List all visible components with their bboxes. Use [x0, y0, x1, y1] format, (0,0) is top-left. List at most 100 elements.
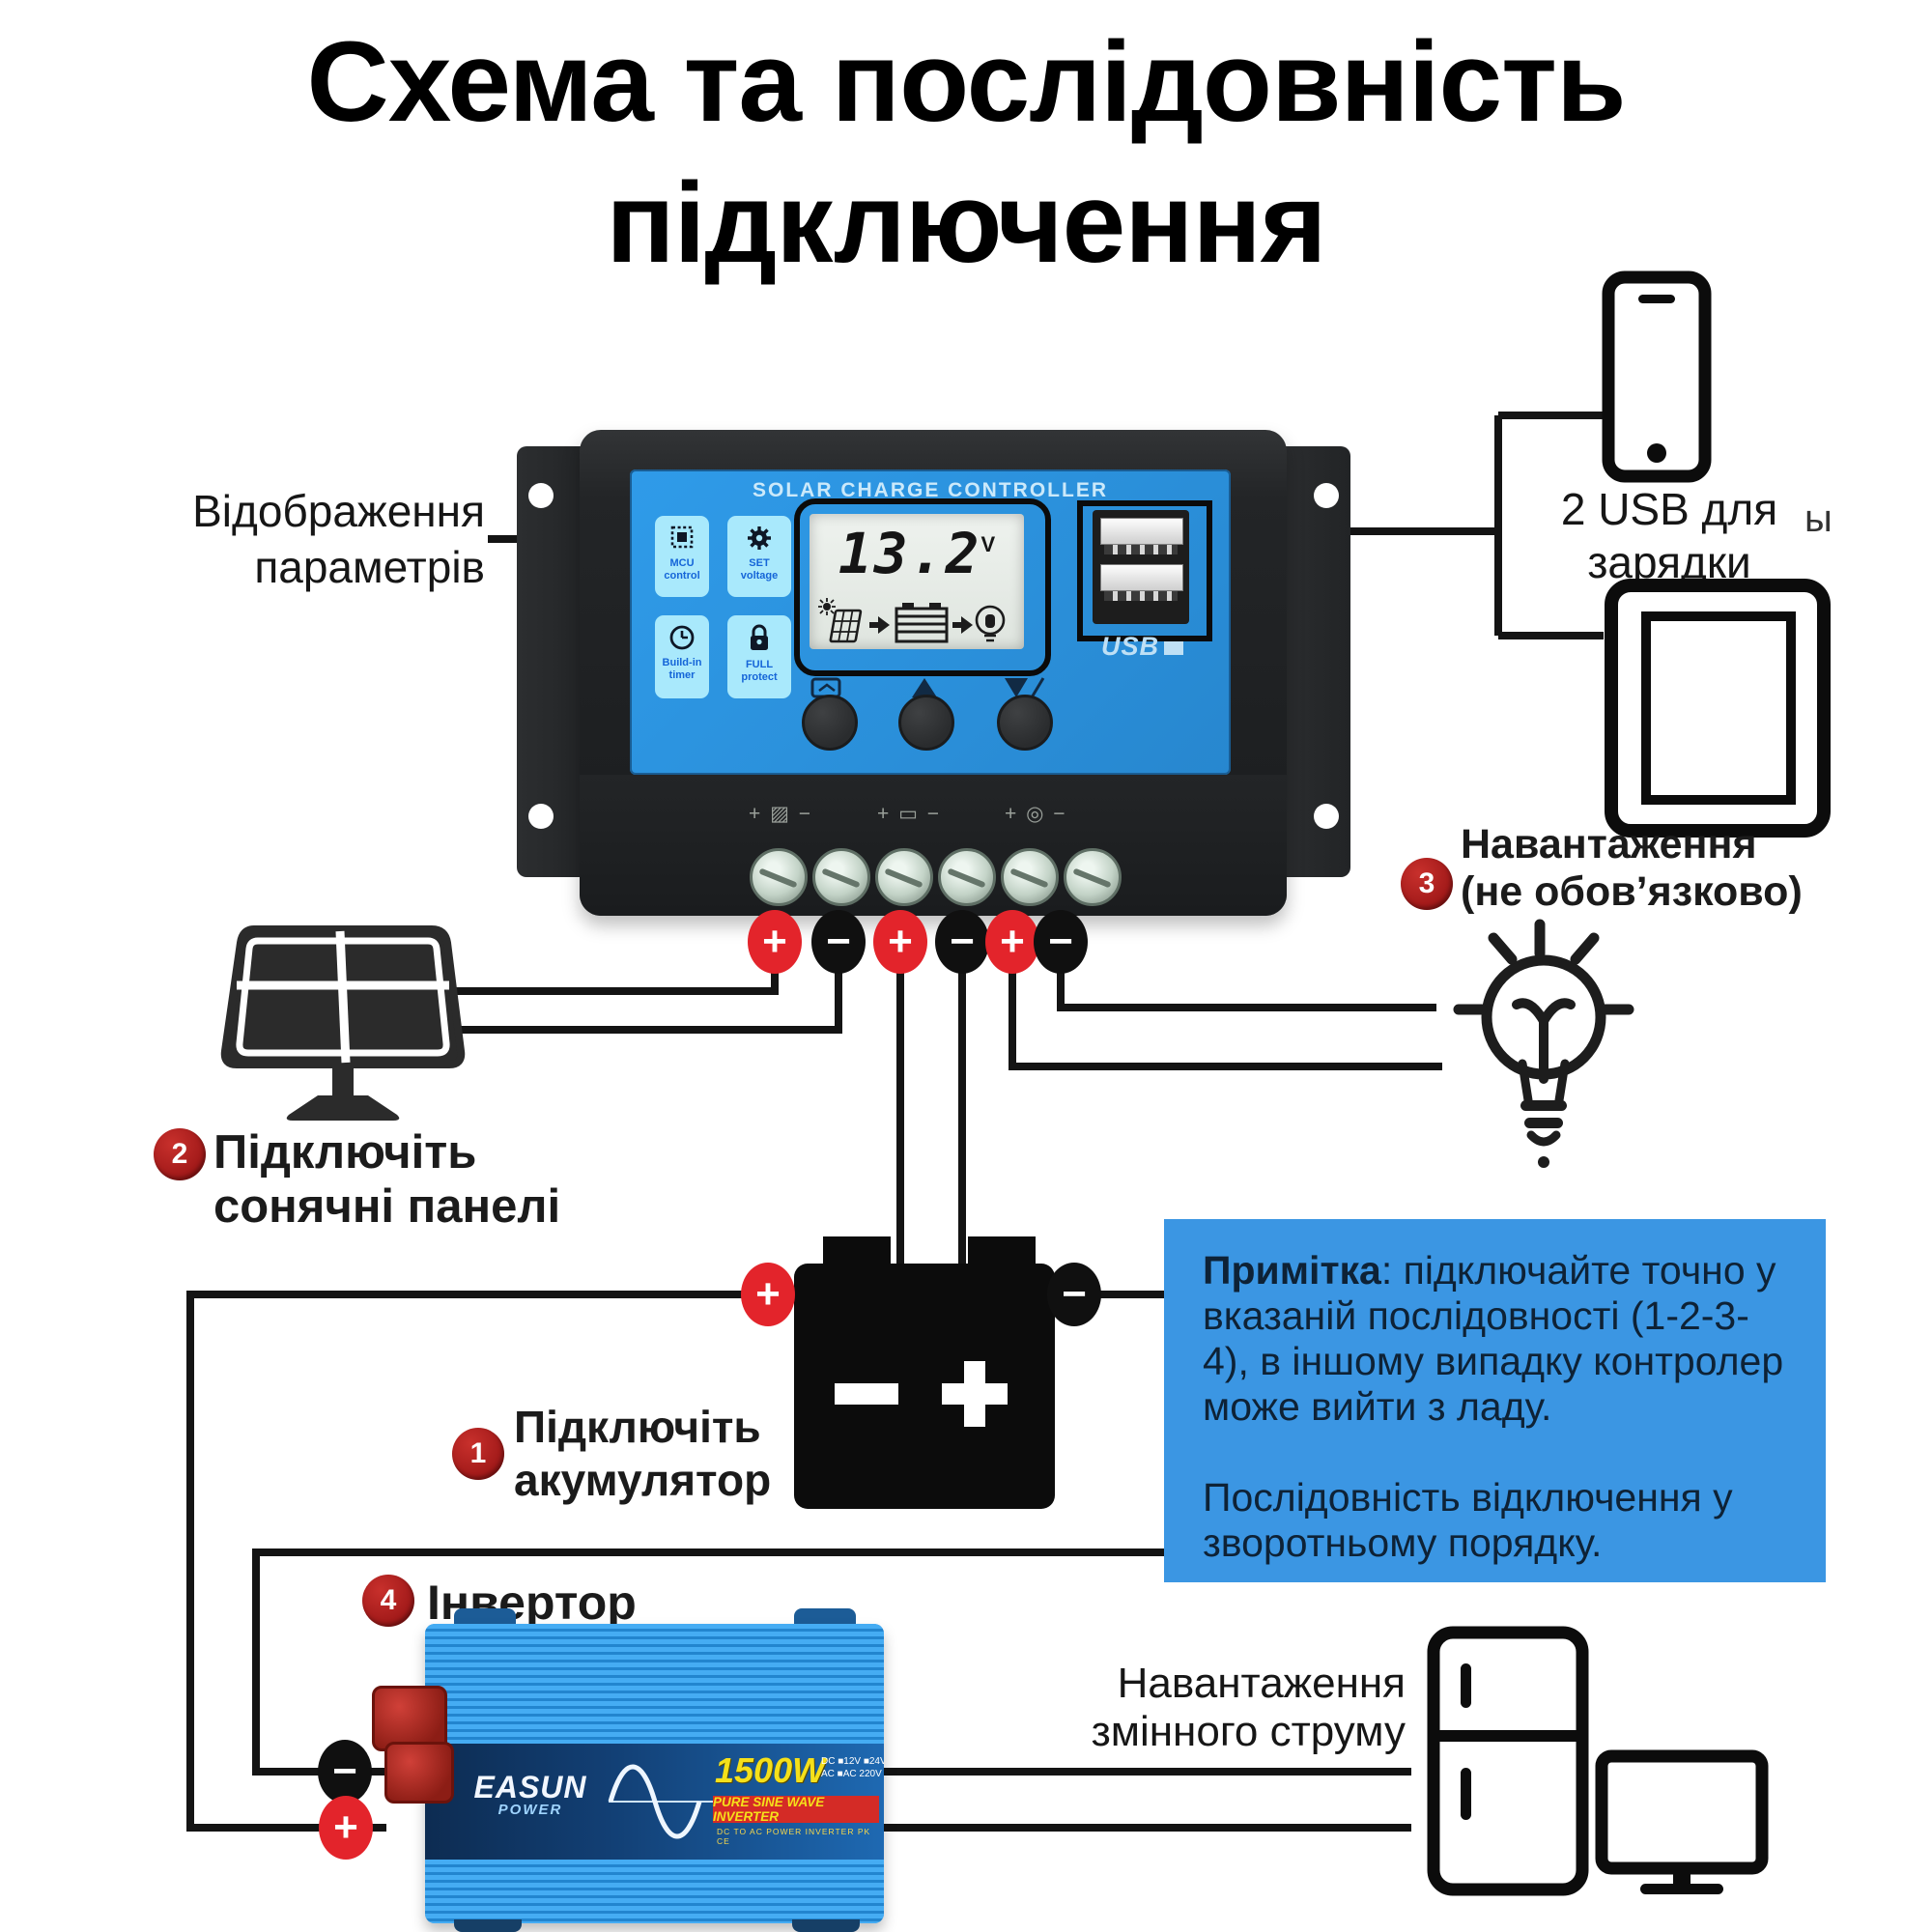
badge-step-3: 3 [1401, 858, 1453, 910]
lcd-voltage-value: 13.2V [838, 521, 996, 586]
sine-wave-icon [608, 1764, 715, 1839]
lcd-arrow-icon [952, 616, 973, 634]
battery-label-line2: акумулятор [514, 1455, 772, 1505]
lcd-arrow-icon [869, 616, 890, 634]
lcd-panel-icon [829, 609, 863, 643]
terminal-screw-2[interactable] [812, 848, 870, 906]
up-button-icon [912, 678, 937, 697]
minus-icon: − [1062, 1270, 1087, 1318]
display-params-line1: Відображення [192, 486, 485, 536]
tile-label: protect [741, 671, 778, 683]
inverter-specs: DC ■12V ■24V AC ■AC 220V [821, 1755, 884, 1780]
mount-hole-icon [528, 804, 554, 829]
clock-icon [669, 625, 695, 650]
plus-icon: + [762, 918, 787, 965]
controller-button-menu[interactable] [802, 695, 858, 751]
wire-load-minus [1057, 914, 1436, 1011]
usb-label-line1: 2 USB для [1560, 484, 1778, 534]
inverter-label-band: EASUN POWER 1500W DC ■12V ■24V AC ■AC 22… [425, 1744, 884, 1860]
inverter-brand-bottom: POWER [497, 1802, 563, 1818]
fridge-icon [1427, 1626, 1589, 1896]
inverter-wire-minus: − [318, 1740, 372, 1804]
terminal-screw-3[interactable] [875, 848, 933, 906]
lcd-flow-icons [818, 598, 1006, 643]
tile-label: MCU [669, 557, 695, 569]
solar-label: Підключіть сонячні панелі [213, 1125, 560, 1234]
minus-icon: − [950, 918, 975, 965]
inverter-body: EASUN POWER 1500W DC ■12V ■24V AC ■AC 22… [425, 1624, 884, 1923]
lcd-bulb-icon [975, 605, 1006, 642]
inverter-tab [794, 1608, 856, 1628]
controller-button-up[interactable] [898, 695, 954, 751]
note-paragraph-1: Примітка: підключайте точно у вказаній п… [1203, 1248, 1787, 1430]
inverter-ribs-bottom [425, 1860, 884, 1923]
plus-icon: + [888, 918, 913, 965]
tablet-icon [1605, 579, 1831, 838]
badge-step-1: 1 [452, 1428, 504, 1480]
usb-port-top [1100, 518, 1183, 545]
wire-battery-plus-loop [186, 1291, 796, 1832]
minus-icon: − [1048, 918, 1073, 965]
light-bulb-icon [1453, 919, 1634, 1168]
battery-wire-minus: − [1047, 1263, 1101, 1326]
inverter-dc-terminal-1 [372, 1686, 447, 1751]
page-title-line1: Схема та послідовність [306, 18, 1626, 146]
inverter-foot [454, 1919, 522, 1932]
badge-number: 4 [380, 1584, 397, 1616]
battery-minus-mark [835, 1383, 898, 1405]
solar-label-line1: Підключіть [213, 1126, 477, 1179]
lcd-battery-icon [895, 603, 949, 643]
ac-load-label: Навантаження змінного струму [1019, 1660, 1406, 1756]
inverter-banner-sub: DC TO AC POWER INVERTER PK CE [717, 1827, 871, 1846]
terminal-screw-5[interactable] [1001, 848, 1059, 906]
mount-hole-icon [528, 483, 554, 508]
down-button-icon [1005, 677, 1045, 698]
controller-title: SOLAR CHARGE CONTROLLER [753, 479, 1108, 501]
usb-logo-text: USB [1101, 632, 1160, 661]
load-optional-line1: Навантаження [1461, 821, 1757, 867]
usb-ports [1093, 510, 1189, 624]
lcd-screen: 13.2V [810, 514, 1024, 649]
minus-icon: − [826, 918, 851, 965]
usb-callout-line [1213, 412, 1606, 639]
solar-panel-icon [220, 925, 466, 1121]
solar-label-line2: сонячні панелі [213, 1180, 561, 1233]
terminal-screw-1[interactable] [750, 848, 808, 906]
inverter-foot [792, 1919, 860, 1932]
ac-load-line1: Навантаження [1117, 1660, 1406, 1707]
terminal-label-battery: + ▭ − [877, 803, 942, 825]
note-box: Примітка: підключайте точно у вказаній п… [1164, 1219, 1826, 1582]
badge-number: 1 [469, 1437, 487, 1469]
controller-terminal-strip: + ▨ − + ▭ − + ◎ − [580, 775, 1287, 916]
tile-label: FULL [745, 659, 774, 670]
load-plus-terminal: + [985, 910, 1039, 974]
badge-number: 2 [171, 1138, 188, 1170]
display-params-line2: параметрів [254, 542, 485, 592]
controller-button-down[interactable] [997, 695, 1053, 751]
note-paragraph-2: Послідовність відключення у зворотньому … [1203, 1475, 1733, 1565]
inverter-brand: EASUN POWER [458, 1772, 603, 1818]
terminal-screw-4[interactable] [938, 848, 996, 906]
lcd-highlight-frame [794, 498, 1051, 676]
solar-minus-terminal: − [811, 910, 866, 974]
tile-label: control [664, 570, 700, 582]
plus-icon: + [755, 1270, 781, 1318]
battery-minus-terminal: − [935, 910, 989, 974]
gear-icon [748, 526, 771, 550]
badge-step-2: 2 [154, 1128, 206, 1180]
stray-cropped-text: ы [1804, 497, 1833, 540]
terminal-screw-6[interactable] [1064, 848, 1122, 906]
mount-hole-icon [1314, 804, 1339, 829]
note-text-1: : підключайте точно у вказаній послідовн… [1203, 1248, 1784, 1429]
minus-icon: − [332, 1747, 357, 1795]
tile-label: voltage [740, 570, 779, 582]
inverter-wire-plus: + [319, 1796, 373, 1860]
usb-plug-icon [1164, 641, 1184, 655]
badge-step-4: 4 [362, 1575, 414, 1627]
inverter-power-rating: 1500W [715, 1750, 826, 1790]
battery-wire-plus: + [741, 1263, 795, 1326]
battery-plus-terminal: + [873, 910, 927, 974]
